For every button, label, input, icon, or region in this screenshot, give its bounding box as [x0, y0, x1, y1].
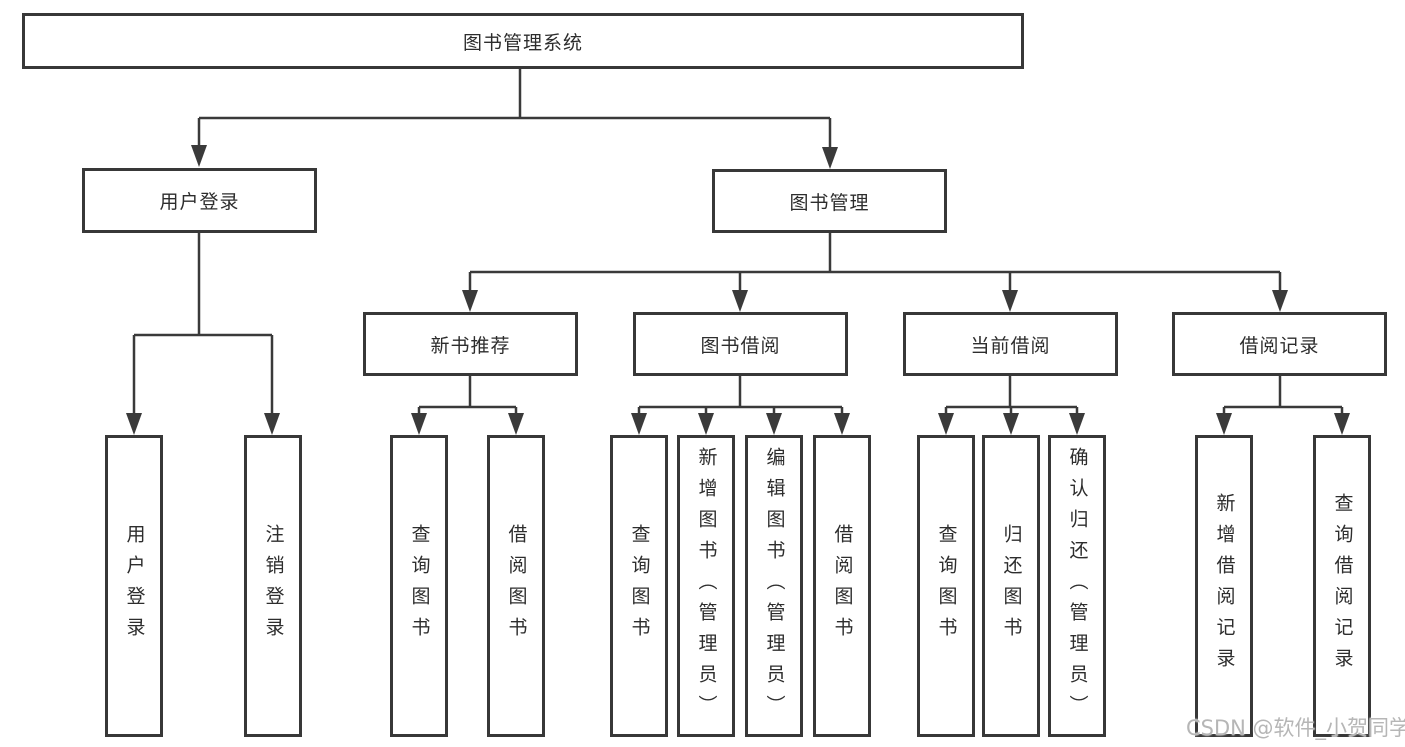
arrow-down-icon: [508, 413, 524, 435]
leaf-add-borrow-record: 新增借阅记录: [1195, 435, 1253, 737]
arrow-down-icon: [126, 413, 142, 435]
csdn-watermark: CSDN @软件_小贺同学: [1186, 716, 1405, 740]
node-label: 注销登录: [262, 524, 285, 648]
node-book-borrowing: 图书借阅: [633, 312, 848, 376]
node-label: 用户登录: [159, 191, 240, 213]
node-label: 确认归还（管理员）: [1066, 446, 1089, 726]
arrow-down-icon: [631, 413, 647, 435]
node-borrowing-records: 借阅记录: [1172, 312, 1387, 376]
node-label: 借阅图书: [831, 524, 854, 648]
node-current-borrowing: 当前借阅: [903, 312, 1118, 376]
arrow-down-icon: [411, 413, 427, 435]
node-label: 用户登录: [123, 524, 146, 648]
node-label: 图书管理: [789, 191, 870, 214]
arrow-down-icon: [1002, 290, 1018, 312]
leaf-logout: 注销登录: [244, 435, 302, 737]
leaf-user-login: 用户登录: [105, 435, 163, 737]
leaf-borrow-books-recommend: 借阅图书: [487, 435, 545, 737]
arrow-down-icon: [766, 413, 782, 435]
leaf-add-books-admin: 新增图书（管理员）: [677, 435, 735, 737]
node-label: 新增借阅记录: [1213, 493, 1236, 679]
node-label: 新增图书（管理员）: [695, 446, 718, 726]
leaf-query-borrow-record: 查询借阅记录: [1313, 435, 1371, 737]
leaf-query-books-current: 查询图书: [917, 435, 975, 737]
leaf-borrow-books-borrowing: 借阅图书: [813, 435, 871, 737]
node-new-book-recommend: 新书推荐: [363, 312, 578, 376]
leaf-return-books: 归还图书: [982, 435, 1040, 737]
leaf-query-books-recommend: 查询图书: [390, 435, 448, 737]
node-label: 新书推荐: [430, 334, 511, 357]
arrow-down-icon: [462, 290, 478, 312]
arrow-down-icon: [1069, 413, 1085, 435]
arrow-down-icon: [834, 413, 850, 435]
leaf-query-books-borrowing: 查询图书: [610, 435, 668, 737]
arrow-down-icon: [698, 413, 714, 435]
node-label: 归还图书: [1000, 524, 1023, 648]
arrow-down-icon: [732, 290, 748, 312]
node-label: 借阅记录: [1239, 334, 1320, 357]
node-book-management: 图书管理: [712, 169, 947, 233]
arrow-down-icon: [822, 147, 838, 169]
node-label: 图书借阅: [700, 334, 781, 357]
node-user-login: 用户登录: [82, 168, 317, 233]
node-label: 查询借阅记录: [1331, 493, 1354, 679]
node-label: 借阅图书: [505, 524, 528, 648]
arrow-down-icon: [1003, 413, 1019, 435]
leaf-confirm-return-admin: 确认归还（管理员）: [1048, 435, 1106, 737]
arrow-down-icon: [1272, 290, 1288, 312]
arrow-down-icon: [938, 413, 954, 435]
arrow-down-icon: [264, 413, 280, 435]
node-label: 查询图书: [628, 524, 651, 648]
arrowheads: [126, 145, 1350, 435]
arrow-down-icon: [191, 145, 207, 167]
node-label: 图书管理系统: [462, 31, 583, 54]
node-label: 编辑图书（管理员）: [763, 446, 786, 726]
node-library-management-system: 图书管理系统: [22, 13, 1024, 69]
leaf-edit-books-admin: 编辑图书（管理员）: [745, 435, 803, 737]
connector-path: [132, 69, 1344, 414]
arrow-down-icon: [1334, 413, 1350, 435]
arrow-down-icon: [1216, 413, 1232, 435]
node-label: 当前借阅: [970, 334, 1051, 357]
node-label: 查询图书: [408, 524, 431, 648]
node-label: 查询图书: [935, 524, 958, 648]
